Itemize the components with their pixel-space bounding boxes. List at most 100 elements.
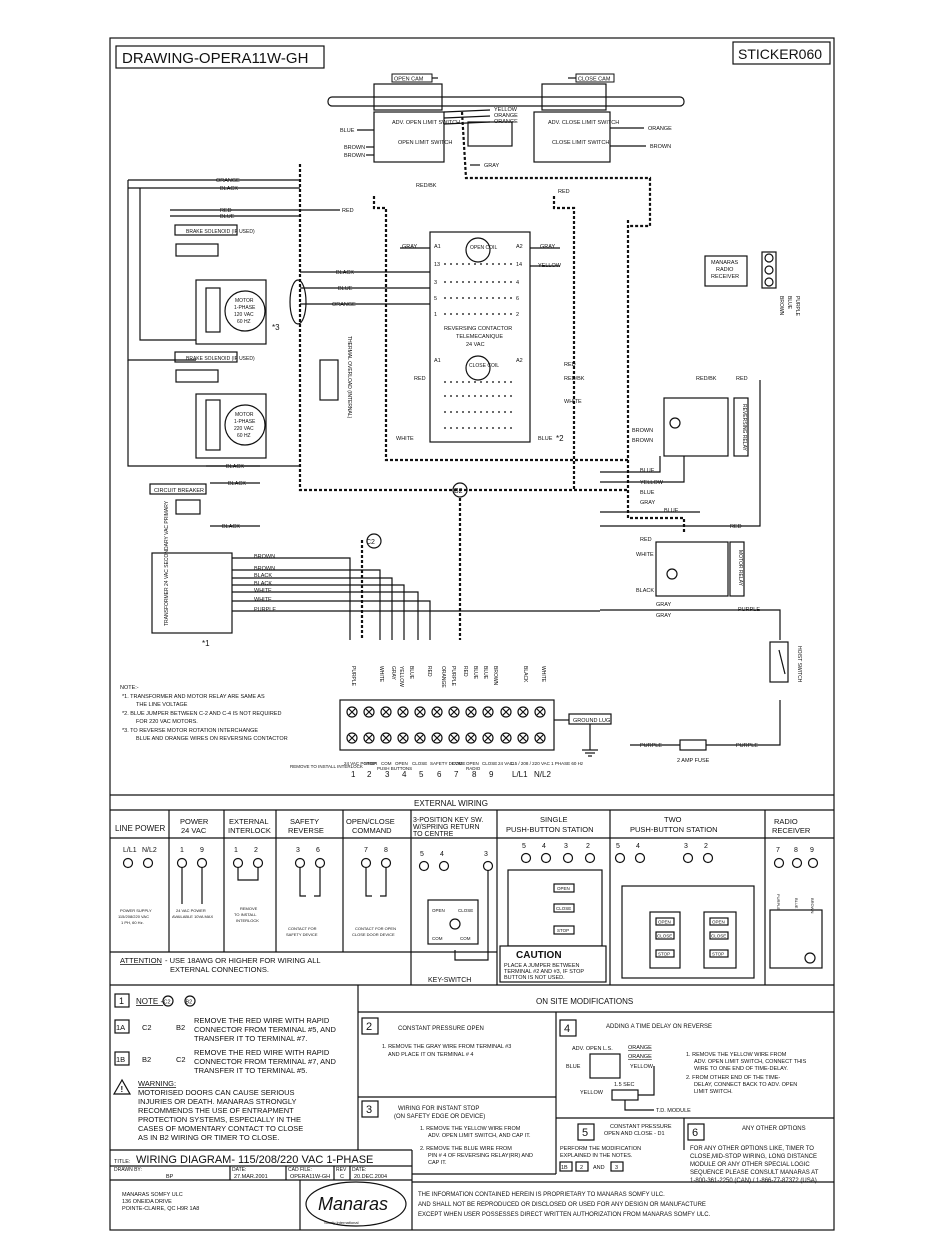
p24-1: 1 xyxy=(180,847,184,854)
wire-label-brown-4: BROWN xyxy=(632,438,653,444)
ct-2: 2 xyxy=(516,312,519,318)
wire-label-gray-6: GRAY xyxy=(656,613,672,619)
wire-loop xyxy=(289,279,307,325)
reversing-contactor: OPEN COIL CLOSE COIL REVERSING CONTACTOR… xyxy=(429,231,531,443)
tb-cad-label: CAD FILE: xyxy=(288,1167,312,1173)
il-1: 1 xyxy=(234,847,238,854)
wire-label-black-8: BLACK xyxy=(254,581,272,587)
attention-text-1: - USE 18AWG OR HIGHER FOR WIRING ALL xyxy=(165,956,321,965)
ks-close: CLOSE xyxy=(458,908,473,913)
notes-line-1: *1. TRANSFORMER AND MOTOR RELAY ARE SAME… xyxy=(122,694,265,700)
col-single-1: SINGLE xyxy=(540,815,568,824)
adv-close-ls-label: ADV. CLOSE LIMIT SWITCH xyxy=(548,120,619,126)
warning-l2: INJURIES OR DEATH. MANARAS STRONGLY xyxy=(138,1097,297,1106)
mod-6-title: ANY OTHER OPTIONS xyxy=(742,1126,806,1132)
ct-5: 5 xyxy=(434,296,437,302)
note-1-marker: *1 xyxy=(202,639,210,648)
lp-text-1: POWER SUPPLY xyxy=(120,908,152,913)
ground-lug-label: GROUND LUG xyxy=(573,718,610,724)
mod-4-num: 4 xyxy=(564,1023,570,1035)
terminal-screw-cross xyxy=(382,708,390,716)
wire-label-gray-2: GRAY xyxy=(540,244,556,250)
warning-icon-mark: ! xyxy=(121,1085,124,1094)
terminal-screw xyxy=(397,732,409,744)
ss-open: OPEN xyxy=(557,886,570,891)
wire-label-blue-4: BLUE xyxy=(640,468,655,474)
radio-receiver-l1: MANARAS xyxy=(711,260,739,266)
terminal-screw xyxy=(346,732,358,744)
brake-solenoid-1 xyxy=(175,243,219,257)
oc-text-2: CLOSE DOOR DEVICE xyxy=(352,932,395,937)
adv-open-ls-label: ADV. OPEN LIMIT SWITCH xyxy=(392,120,460,126)
tb-label-24vac2: 24 VAC xyxy=(498,761,514,766)
ts-close-1: CLOSE xyxy=(657,934,672,939)
wire-label-yellow-3: YELLOW xyxy=(640,480,664,486)
warning-l6: AS IN B2 WIRING OR TIMER TO CLOSE. xyxy=(138,1133,279,1142)
terminal-screw xyxy=(534,706,546,718)
mod-4-fig-blue: BLUE xyxy=(566,1064,581,1070)
tb-drawn-by: BP xyxy=(166,1174,174,1180)
drawing-title-box xyxy=(115,45,325,69)
notes-heading: NOTE:- xyxy=(120,685,139,691)
motor-1-l1: MOTOR xyxy=(235,298,254,304)
mod-6-l5: 1-800-361-2250 (CAN) / 1-866-77-87372 (U… xyxy=(690,1178,817,1184)
terminal-screw xyxy=(431,732,443,744)
col-power-24vac-2: 24 VAC xyxy=(181,826,207,835)
open-coil-label: OPEN COIL xyxy=(470,245,497,251)
mod-4-l5: DELAY, CONNECT BACK TO ADV. OPEN xyxy=(694,1082,797,1088)
wire-label-blue-1: BLUE xyxy=(220,214,235,220)
wire-label-black-5: BLACK xyxy=(228,481,246,487)
mod-1b-tag: 1B xyxy=(116,1055,125,1064)
tb-remove-interlock: REMOVE TO INSTALL INTERLOCK xyxy=(290,764,363,769)
tb-label-safety: SAFETY DEVICE xyxy=(430,761,465,766)
wire-label-blue-left: BLUE xyxy=(340,128,355,134)
ss-5: 5 xyxy=(522,843,526,850)
ext-key-switch: 5 4 3 OPEN CLOSE COM COM KEY-SWITCH xyxy=(418,851,494,984)
thermal-overload xyxy=(319,359,339,401)
circuit-breaker-box xyxy=(149,483,207,495)
tb-drawn-label: DRAWN BY: xyxy=(114,1167,142,1173)
rr-brown: BROWN xyxy=(810,898,815,913)
tw-blue: BLUE xyxy=(408,666,414,680)
ext-power-24vac: 1 9 24 VAC POWER AVAILABLE 10VA MAX xyxy=(172,847,213,919)
mod-1-note-c2: C2 xyxy=(164,1000,171,1006)
tb-label-pushbuttons: PUSH BUTTONS xyxy=(377,766,412,771)
circuit-breaker-label: CIRCUIT BREAKER xyxy=(154,488,204,494)
onsite-heading: ON SITE MODIFICATIONS xyxy=(536,997,633,1006)
rr-7: 7 xyxy=(776,847,780,854)
wire-label-white-5: WHITE xyxy=(254,588,272,594)
col-key-3: TO CENTRE xyxy=(413,831,454,838)
wire-label-purple-3: PURPLE xyxy=(640,743,662,749)
terminal-screw xyxy=(482,706,494,718)
tw-purple2: PURPLE xyxy=(450,666,456,687)
tb-date-label: DATE: xyxy=(232,1167,246,1173)
manaras-logo-sub: Somfy International xyxy=(324,1220,359,1225)
tb-rev-date: 20.DEC.2004 xyxy=(354,1174,387,1180)
tw-purple: PURPLE xyxy=(350,666,356,687)
col-single-2: PUSH-BUTTON STATION xyxy=(506,825,594,834)
terminal-screw xyxy=(500,706,512,718)
col-key-2: W/SPRING RETURN xyxy=(413,824,480,831)
wire-label-yellow-2: YELLOW xyxy=(538,263,562,269)
terminal-screw-cross xyxy=(467,734,475,742)
disclaimer-3: EXCEPT WHEN USER POSSESSES DIRECT WRITTE… xyxy=(418,1212,711,1218)
ts-open-2: OPEN xyxy=(712,920,725,925)
circuit-breaker xyxy=(175,499,201,515)
mod-4-fig-td: T.D. MODULE xyxy=(656,1108,691,1114)
terminal-screw xyxy=(414,706,426,718)
ct-13: 13 xyxy=(434,262,440,268)
p24-text-1: 24 VAC POWER xyxy=(176,908,206,913)
ss-4: 4 xyxy=(542,843,546,850)
tb-num-5: 5 xyxy=(419,770,424,779)
mod-1-note-b2: B2 xyxy=(186,1000,193,1006)
mod-1b-c2: C2 xyxy=(176,1055,186,1064)
tw-orange: ORANGE xyxy=(440,666,446,688)
mod-5-ref-3: 3 xyxy=(615,1165,618,1171)
terminal-screw xyxy=(500,732,512,744)
terminal-screw-cross xyxy=(399,734,407,742)
radio-receiver-l3: RECEIVER xyxy=(711,274,739,280)
tb-company-2: 136 ONEIDA DRIVE xyxy=(122,1199,172,1205)
tw-white: WHITE xyxy=(378,666,384,683)
mod-4-fig-yellow1: YELLOW xyxy=(630,1064,654,1070)
il-text-1: REMOVE xyxy=(240,906,258,911)
